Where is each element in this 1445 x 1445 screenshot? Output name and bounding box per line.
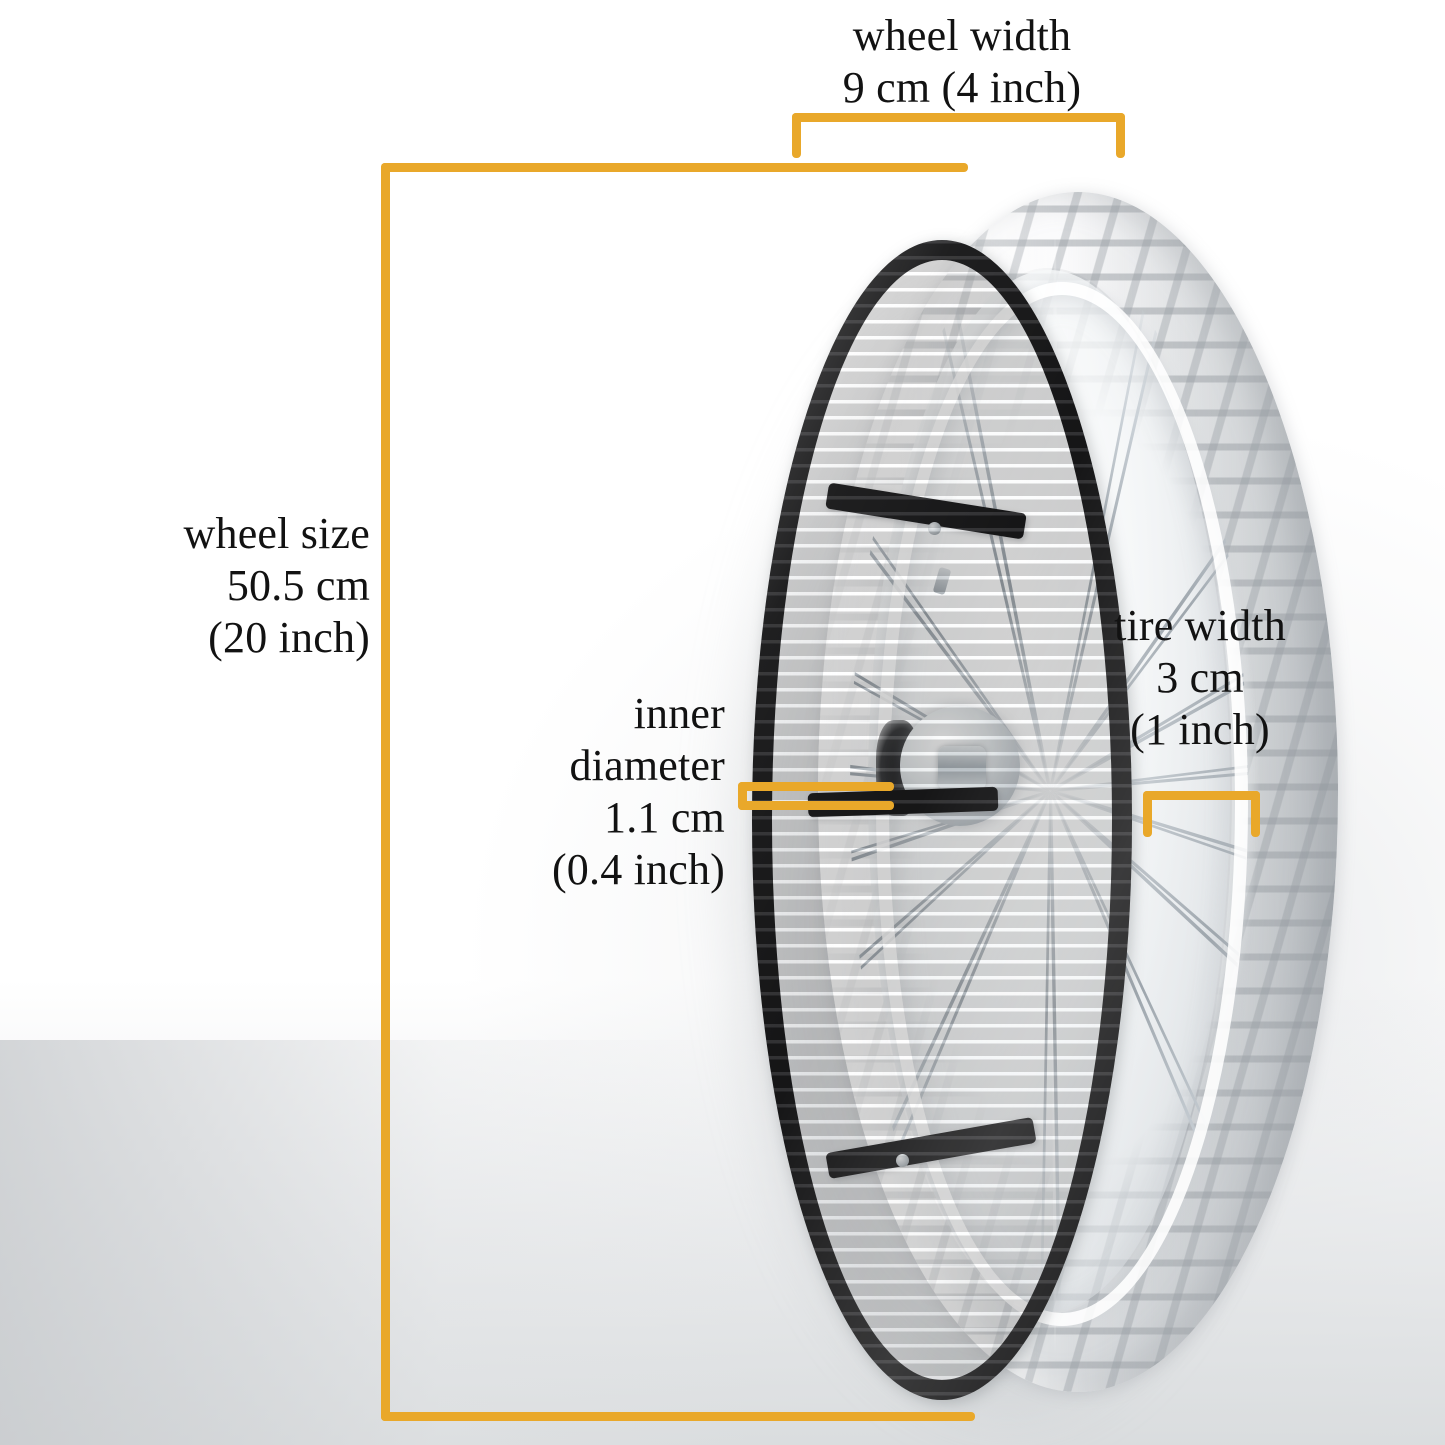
tire-width-label-line3: (1 inch): [1130, 704, 1270, 754]
inner-diameter-label-line3: 1.1 cm: [604, 792, 725, 842]
inner-diameter-bracket-left: [738, 782, 747, 810]
tire-width-bracket-leg-right: [1251, 791, 1260, 837]
wheel-size-label-line1: wheel size: [183, 509, 370, 558]
wheel-size-label-line3: (20 inch): [208, 612, 370, 662]
tire-width-bracket-bar: [1143, 791, 1260, 800]
tire-width-label: tire width 3 cm (1 inch): [1040, 600, 1360, 756]
wheel-width-label-line1: wheel width: [852, 11, 1072, 60]
inner-diameter-bracket-bottom: [738, 801, 894, 810]
wheel-width-bracket-bar: [792, 113, 1125, 122]
wheel-width-label: wheel width 9 cm (4 inch): [742, 10, 1182, 114]
wheel-size-label-line2: 50.5 cm: [226, 560, 370, 610]
handrim-texture: [752, 240, 1132, 1400]
tire-width-bracket-leg-left: [1143, 791, 1152, 837]
wheel-width-bracket-leg-left: [792, 113, 801, 158]
wheel-size-bracket-top: [381, 163, 968, 172]
inner-diameter-label-line4: (0.4 inch): [551, 844, 725, 894]
inner-diameter-label-line1: inner: [633, 689, 725, 738]
tire-width-label-line2: 3 cm: [1156, 652, 1244, 702]
wheel-size-bracket-bottom: [381, 1412, 975, 1421]
wheel-width-bracket-leg-right: [1116, 113, 1125, 158]
wheel-size-label: wheel size 50.5 cm (20 inch): [60, 508, 370, 664]
background-gradient-left: [0, 1040, 760, 1445]
wheel-width-label-line2: 9 cm (4 inch): [842, 62, 1082, 112]
handrim-highlight: [752, 240, 1132, 1400]
wheel-size-bracket-left: [381, 163, 390, 1421]
inner-diameter-label-line2: diameter: [569, 740, 725, 790]
inner-diameter-bracket-top: [738, 782, 894, 791]
inner-diameter-label: inner diameter 1.1 cm (0.4 inch): [380, 688, 725, 896]
tire-width-label-line1: tire width: [1114, 601, 1286, 650]
